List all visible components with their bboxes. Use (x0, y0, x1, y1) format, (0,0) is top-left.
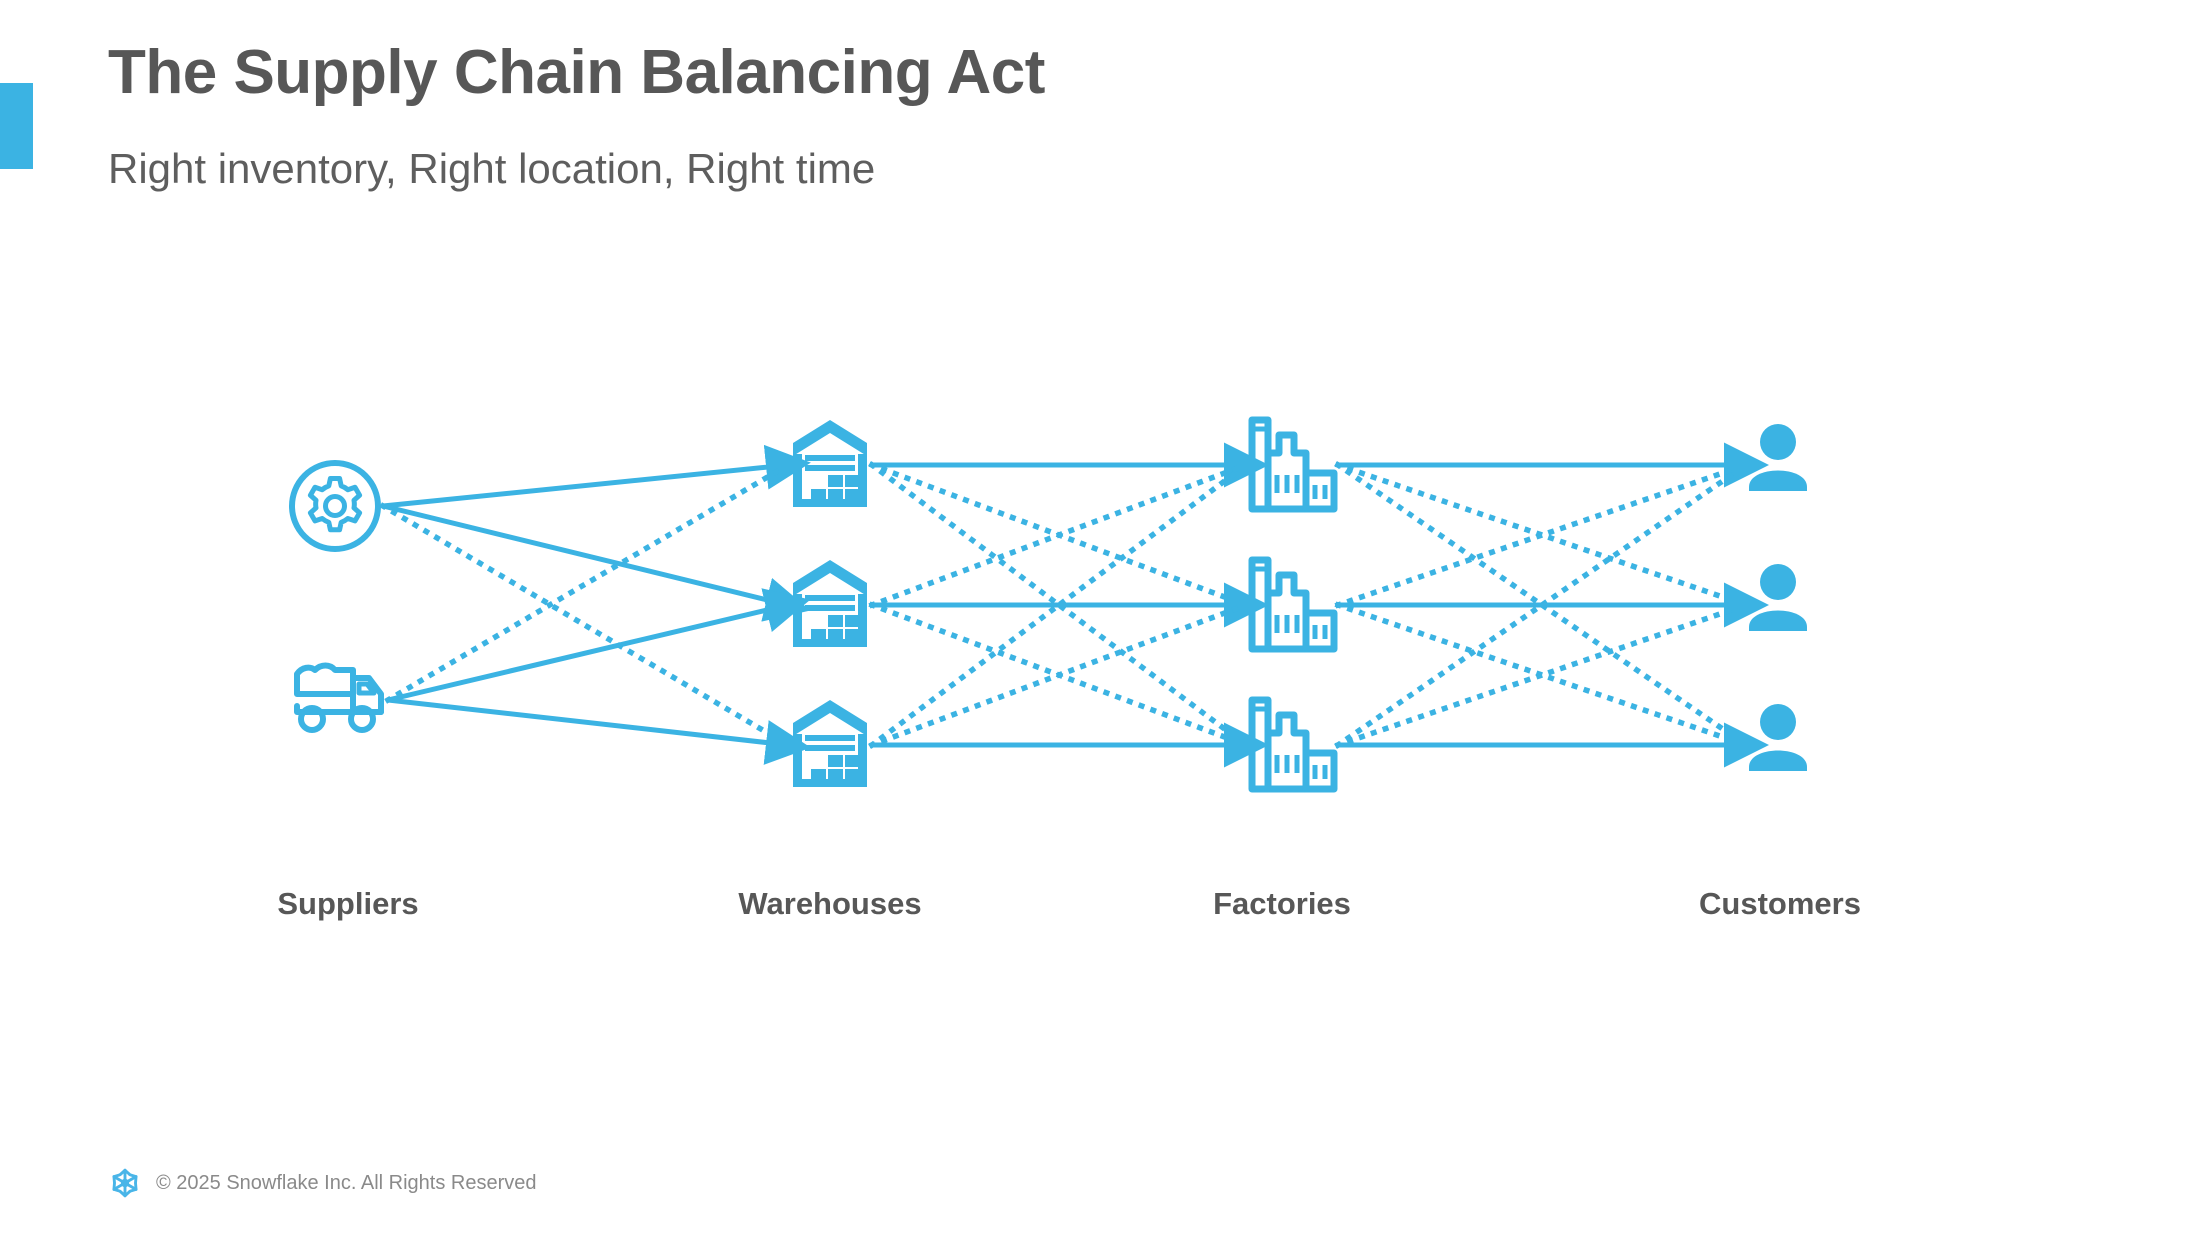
column-label-customers: Customers (1699, 886, 1861, 921)
node-factory-1[interactable] (1252, 420, 1334, 509)
link-warehouse-1-to-factory-2 (868, 461, 1241, 606)
column-label-factories: Factories (1213, 886, 1351, 921)
column-label-suppliers: Suppliers (277, 886, 419, 921)
node-customer-1[interactable] (1749, 424, 1807, 491)
footer: © 2025 Snowflake Inc. All Rights Reserve… (108, 1166, 537, 1200)
node-warehouse-1[interactable] (793, 420, 867, 507)
link-warehouse-3-to-factory-1 (868, 467, 1242, 749)
diagram-links (379, 442, 1769, 768)
column-label-warehouses: Warehouses (738, 886, 922, 921)
page-subtitle: Right inventory, Right location, Right t… (108, 145, 876, 192)
link-warehouse-1-to-factory-3 (868, 461, 1242, 743)
dump-truck-icon (294, 662, 384, 733)
node-warehouse-3[interactable] (793, 700, 867, 787)
gear-in-circle-icon (289, 460, 381, 552)
link-warehouse-2-to-factory-1 (868, 464, 1241, 609)
link-supplier-2-to-warehouse-2 (387, 588, 811, 703)
link-warehouse-2-to-factory-3 (868, 601, 1241, 746)
link-factory-3-to-customer-1 (1334, 466, 1742, 749)
link-warehouse-3-to-factory-2 (868, 604, 1241, 749)
link-factory-1-to-customer-3 (1334, 461, 1742, 744)
link-supplier-1-to-warehouse-2 (382, 503, 811, 622)
link-factory-1-to-customer-2 (1334, 461, 1741, 606)
footer-copyright: © 2025 Snowflake Inc. All Rights Reserve… (156, 1172, 537, 1194)
page-title: The Supply Chain Balancing Act (108, 38, 1045, 107)
snowflake-icon (112, 1168, 138, 1198)
link-supplier-2-to-warehouse-3 (387, 697, 811, 765)
node-factory-3[interactable] (1252, 700, 1334, 789)
link-supplier-2-to-warehouse-1 (384, 466, 784, 704)
title-accent-bar (0, 83, 33, 169)
link-factory-2-to-customer-3 (1334, 601, 1741, 746)
node-customer-2[interactable] (1749, 564, 1807, 631)
node-supplier-1[interactable] (289, 460, 381, 552)
node-factory-2[interactable] (1252, 560, 1334, 649)
node-customer-3[interactable] (1749, 704, 1807, 771)
link-supplier-1-to-warehouse-3 (379, 502, 784, 744)
link-factory-2-to-customer-1 (1334, 464, 1741, 609)
link-supplier-1-to-warehouse-1 (382, 444, 811, 509)
node-supplier-2[interactable] (294, 662, 384, 733)
link-factory-3-to-customer-2 (1334, 604, 1741, 749)
node-warehouse-2[interactable] (793, 560, 867, 647)
